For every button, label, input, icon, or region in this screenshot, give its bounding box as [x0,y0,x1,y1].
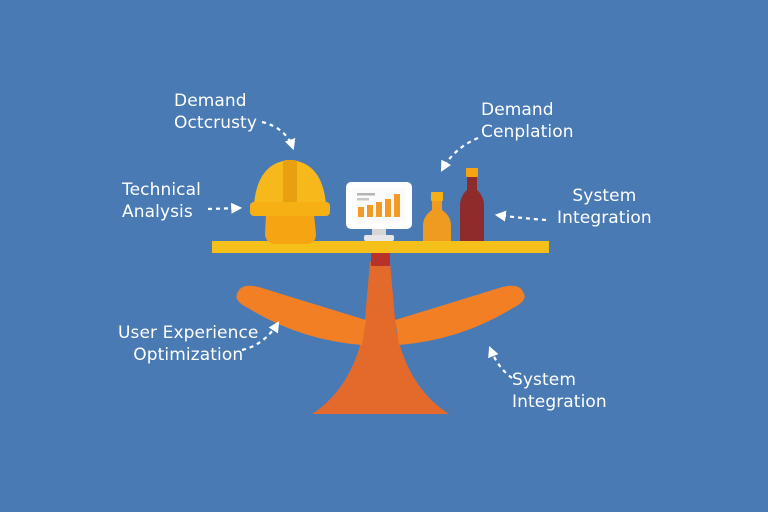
label-user-experience-optimization: User Experience Optimization [118,323,259,365]
red-bottle-icon [460,168,484,241]
scale-right-arm [395,285,525,345]
scale-stand [312,262,449,414]
scale-neck [371,252,390,266]
arrow-system-bottom [488,345,513,379]
label-system-integration-bottom: System Integration [512,370,607,412]
label-technical-analysis: Technical Analysis [122,180,201,222]
arrow-demand-cen [440,136,479,172]
label-demand-cenplation: Demand Cenplation [481,100,574,142]
scale-beam [212,241,549,253]
scale-left-arm [236,285,366,345]
label-demand-octcrusty: Demand Octcrusty [174,91,257,133]
label-system-integration-right: System Integration [557,186,652,228]
orange-bottle-icon [423,192,451,241]
arrow-ux [241,321,280,352]
hardhat-icon [250,160,330,244]
arrow-system-right [494,210,547,222]
arrow-technical [207,202,243,214]
monitor-chart-icon [346,182,412,241]
arrow-demand-occ [261,120,296,151]
